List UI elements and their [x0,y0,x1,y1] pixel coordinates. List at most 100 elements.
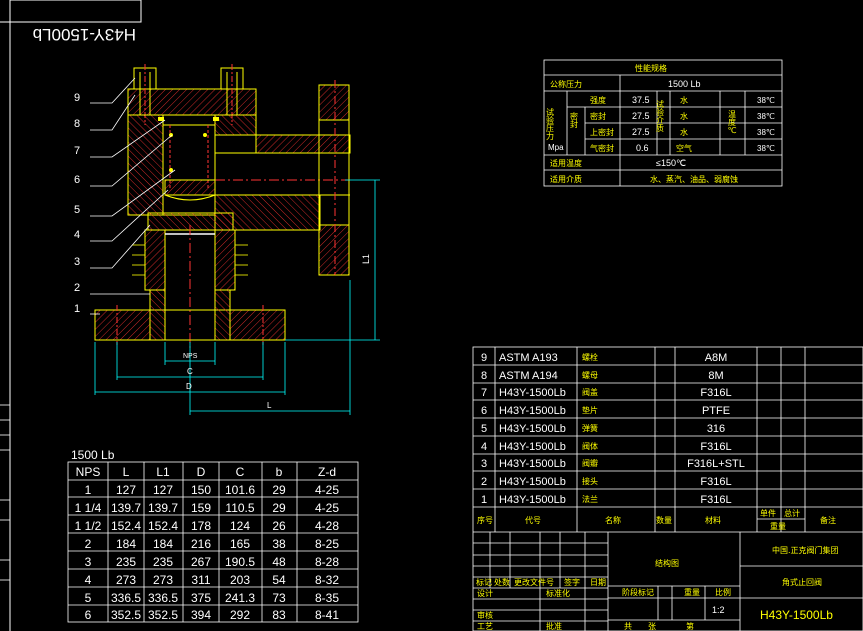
dim-table-cell: 190.5 [225,555,255,569]
parts-row-code: H43Y-1500Lb [499,423,566,435]
parts-row-no: 4 [481,441,487,453]
dimension-lines [94,179,380,415]
dim-table-cell: 235 [153,555,173,569]
hdr-material: 材料 [705,515,721,525]
dim-table-cell: 165 [230,537,250,551]
dim-table-cell: 4 [85,573,92,587]
perf-temp-col: 温度℃ [727,110,737,135]
title-box-mirrored: H43Y-1500Lb [9,0,142,44]
dim-table-cell: 29 [272,483,286,497]
perf-title: 性能规格 [635,63,667,73]
dim-table-cell: 139.7 [111,501,141,515]
perf-medium-row-label: 适用介质 [550,174,582,184]
parts-row-name: 阀体 [582,441,598,451]
parts-row-no: 7 [481,387,487,399]
dim-table-cell: 54 [272,573,286,587]
dim-table-cell: 235 [116,555,136,569]
parts-row-no: 2 [481,476,487,488]
parts-row-code: H43Y-1500Lb [499,405,566,417]
dim-table-cell: 110.5 [225,501,254,515]
dim-table-cell: 336.5 [148,591,178,605]
dim-table-header: L1 [156,465,170,479]
part-callouts [90,77,176,315]
parts-row-material: PTFE [702,405,730,417]
parts-row-no: 6 [481,405,487,417]
perf-test-label: 试验压力 [546,107,555,141]
perf-row-temp: 38℃ [757,144,775,153]
parts-row-code: ASTM A194 [499,370,558,382]
dim-table-header: NPS [76,465,101,479]
perf-nominal-label: 公称压力 [550,79,582,89]
perf-row-temp: 38℃ [757,96,775,105]
tb-zhang: 张 [648,622,656,631]
model-number: H43Y-1500Lb [760,608,833,622]
dim-table-cell: 159 [191,501,211,515]
tb-sheet: 共 [624,622,632,631]
dim-table-header: D [197,465,206,479]
dim-table-cell: 127 [153,483,173,497]
dim-table-cell: 8-25 [315,537,339,551]
dim-table-cell: 26 [272,519,286,533]
parts-row-no: 9 [481,352,487,364]
perf-row-name: 气密封 [590,143,614,153]
dim-table-cell: 139.7 [148,501,178,515]
perf-rows: 强度 37.5 水 38℃ 密封 27.5 水 38℃ 上密封 27.5 水 3… [590,95,775,153]
parts-row-name: 阀盖 [582,387,598,397]
dim-table-cell: 8-28 [315,555,339,569]
hdr-name: 名称 [605,515,621,525]
tb-standard: 标准化 [546,588,570,598]
dim-table-cell: 83 [272,608,286,622]
perf-temp-row-value: ≤150℃ [656,158,686,168]
dim-table-header: L [123,465,130,479]
dim-table-cell: 8-35 [315,591,339,605]
dim-table-title: 1500 Lb [71,448,115,462]
dim-table-cell: 1 1/2 [75,519,102,533]
perf-medium-col: 试验介质 [656,99,665,133]
parts-row-material: 8M [708,370,723,382]
dim-table-cell: 184 [116,537,136,551]
perf-row-name: 强度 [590,95,606,105]
perf-row-value: 0.6 [636,143,649,153]
parts-row-no: 1 [481,494,487,506]
tb-doc: 更改文件号 [514,577,554,587]
parts-row-no: 3 [481,458,487,470]
dim-table-cell: 184 [153,537,173,551]
dim-D: D [186,382,192,391]
tb-weight: 重量 [684,587,700,597]
dim-table-cell: 6 [85,608,92,622]
dim-table-cell: 4-25 [315,483,339,497]
dim-table-cell: 8-41 [315,608,339,622]
dim-table-header: b [276,465,283,479]
hdr-code: 代号 [525,515,541,525]
tb-count: 处数 [494,577,510,587]
parts-row-material: F316L+STL [687,458,745,470]
hdr-remark: 备注 [820,515,836,525]
parts-row-code: ASTM A193 [499,352,558,364]
dim-table-cell: 29 [272,501,286,515]
dim-table-cell: 178 [191,519,211,533]
dim-table-cell: 101.6 [225,483,255,497]
perf-row-medium: 水 [680,127,688,137]
dim-table-cell: 152.4 [148,519,178,533]
dim-table-header: Z-d [318,465,336,479]
dim-table-cell: 1 [85,483,92,497]
parts-row-no: 5 [481,423,487,435]
dim-table-header: C [236,465,245,479]
hdr-weight: 重量 [770,521,786,531]
dim-L: L [267,401,272,410]
left-frame-ticks [0,404,10,581]
parts-row-name: 弹簧 [582,423,598,433]
perf-unit: Mpa [548,143,564,152]
dim-table-grid [67,461,359,623]
perf-temp-row-label: 适用温度 [550,158,582,168]
perf-row-value: 27.5 [632,127,650,137]
dim-C: C [187,367,193,376]
perf-medium-row-value: 水、蒸汽、油品、弱腐蚀 [650,174,738,184]
dim-table-cell: 394 [191,608,211,622]
dim-table-cell: 38 [272,537,286,551]
tb-date: 日期 [590,578,606,587]
perf-row-medium: 空气 [676,143,692,153]
parts-row-name: 螺母 [582,370,598,380]
dim-table-cell: 127 [116,483,136,497]
